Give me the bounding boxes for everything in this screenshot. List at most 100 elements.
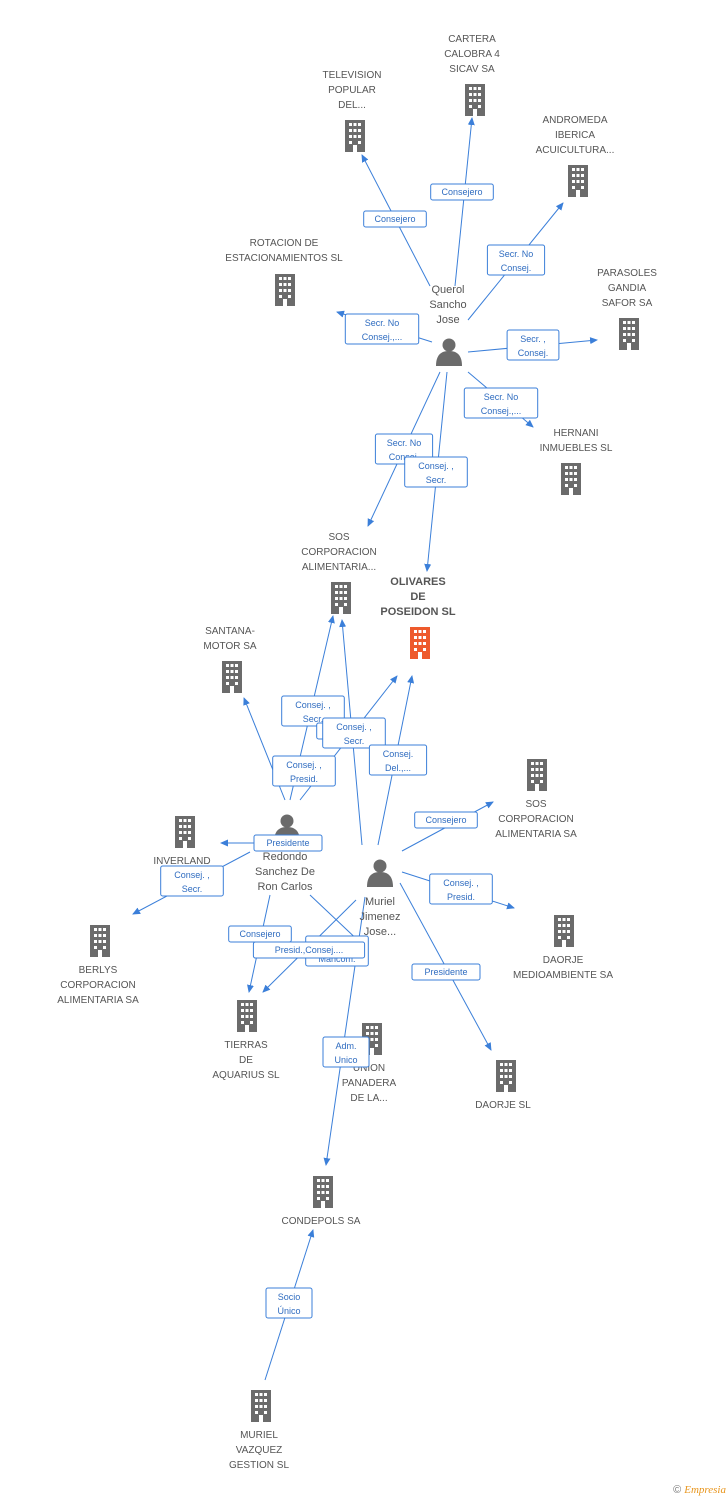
edge-label-line: Consej. , <box>286 760 322 770</box>
edge-label[interactable]: Secr. No Consej.,... <box>344 313 420 345</box>
edge-label-text: Consej. ,Secr. <box>174 870 210 894</box>
edge-label[interactable]: Presidente <box>411 963 481 981</box>
building-icon <box>90 925 110 957</box>
edge-label-box <box>265 1287 313 1319</box>
edge-label-line: Secr. No <box>365 318 400 328</box>
edge-label[interactable]: Presidente <box>253 834 323 852</box>
node-label-line: DE <box>410 591 425 603</box>
footer-credit: © Empresia <box>673 1484 726 1496</box>
edge-label[interactable]: Adm.Unico <box>322 1036 370 1068</box>
edge-label-text: Secr. No Consej.,... <box>362 318 403 342</box>
edge-label-text: Secr. No Consej. <box>387 438 422 462</box>
node-label-line: ACUICULTURA... <box>536 145 615 156</box>
node-label-line: DAORJE SL <box>475 1100 531 1111</box>
edge-label-box <box>322 717 386 749</box>
node-label-line: DE <box>239 1055 253 1066</box>
edge-label[interactable]: Consej. ,Secr. <box>160 865 224 897</box>
edge-label[interactable]: Consejero <box>363 210 427 228</box>
edge-label[interactable]: Consejero <box>414 811 478 829</box>
edge-label-text: Adm.Unico <box>334 1041 357 1065</box>
edge-label[interactable]: Consejero <box>228 925 292 943</box>
company-node[interactable]: BERLYS CORPORACION ALIMENTARIA SA <box>57 925 139 1006</box>
edge-label[interactable]: Consej. ,Secr. <box>322 717 386 749</box>
brand-logo[interactable]: Empresia <box>684 1484 726 1496</box>
edge-label[interactable]: Consej. Del.,... <box>368 744 428 776</box>
company-node[interactable]: DAORJE SL <box>475 1060 531 1111</box>
node-label-line: ALIMENTARIA SA <box>57 995 139 1006</box>
edge-label-text: Consej. ,Secr. <box>418 461 454 485</box>
building-icon <box>527 759 547 791</box>
edge-label-text: Consej. , Presid. <box>286 760 322 784</box>
edge-label-line: Presid. <box>290 774 318 784</box>
building-icon <box>331 582 351 614</box>
edge-label-line: Consej. <box>389 452 420 462</box>
building-icon <box>275 274 295 306</box>
edge-label-box <box>411 963 481 981</box>
edge-label-box <box>368 744 428 776</box>
edge-label-text: Presidente <box>424 967 467 977</box>
edge-label-line: Consej.,... <box>362 332 403 342</box>
node-label-line: PANADERA <box>342 1078 397 1089</box>
edge-label-text: Consejero <box>425 815 466 825</box>
node-label-line: TIERRAS <box>224 1040 268 1051</box>
edge-label-line: Secr. No <box>484 392 519 402</box>
edge-label-line: Del.,... <box>385 763 411 773</box>
edge-label-line: Presid.,Consej.... <box>275 945 344 955</box>
edge-label-line: Consej. , <box>174 870 210 880</box>
edge-label[interactable]: Consej. , Presid. <box>272 755 336 787</box>
company-node[interactable]: CONDEPOLS SA <box>282 1176 361 1227</box>
edge-label-line: Consej. <box>383 749 414 759</box>
edge-label-line: Secr. <box>344 736 365 746</box>
node-label: BERLYS CORPORACION ALIMENTARIA SA <box>57 965 139 1006</box>
node-label-line: Sanchez De <box>255 866 315 878</box>
edge-label-box <box>322 1036 370 1068</box>
edge-label-text: Consej. ,Secr. <box>295 700 331 724</box>
node-label-line: ANDROMEDA <box>542 115 607 126</box>
edge-label-text: Secr. ,Consej. <box>518 334 549 358</box>
edge-label[interactable]: Presid.,Consej.... <box>252 941 366 959</box>
edge-label-line: Adm. <box>335 1041 356 1051</box>
edge-label-line: Socio <box>278 1292 301 1302</box>
node-label-line: CALOBRA 4 <box>444 49 500 60</box>
edge-label-text: Consejero <box>239 929 280 939</box>
edge-label[interactable]: Secr. ,Consej. <box>506 329 560 361</box>
edge-label-box <box>252 941 366 959</box>
edge-label[interactable]: Consej. ,Secr. <box>404 456 468 488</box>
edge-label[interactable]: Consej. ,Presid. <box>429 873 493 905</box>
edge-label-box <box>253 834 323 852</box>
edge-label-line: Secr. No <box>387 438 422 448</box>
edge-label[interactable]: Consejero <box>430 183 494 201</box>
node-label-line: CARTERA <box>448 34 496 45</box>
node-label-line: CORPORACION <box>60 980 136 991</box>
node-label-line: BERLYS <box>79 965 118 976</box>
company-node[interactable]: SANTANA-MOTOR SA <box>203 626 257 693</box>
node-label-line: SOS <box>525 799 546 810</box>
node-label: SANTANA-MOTOR SA <box>203 626 256 652</box>
